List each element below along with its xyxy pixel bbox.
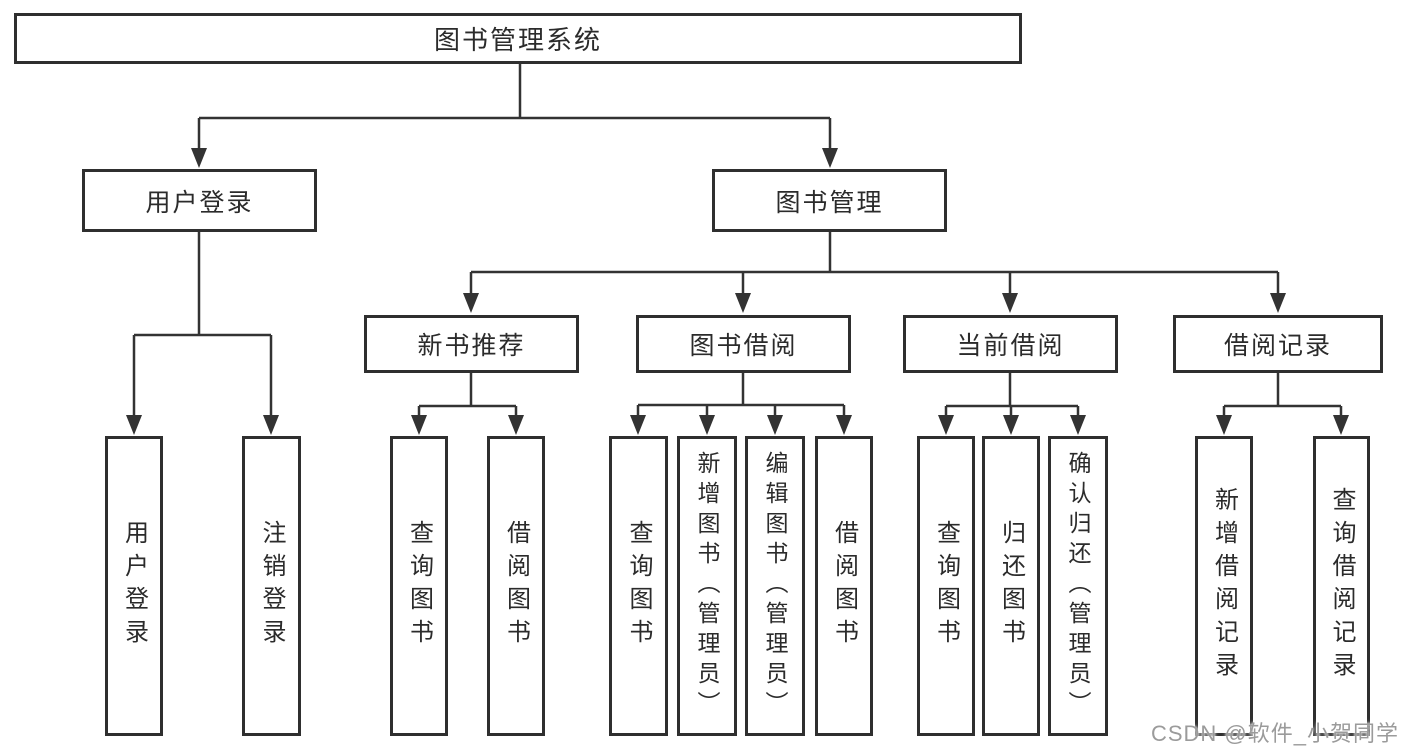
node-book-management: 图书管理 (712, 169, 947, 232)
leaf-user-login: 用户登录 (105, 436, 163, 736)
node-new-book-recommend: 新书推荐 (364, 315, 579, 373)
node-book-borrow: 图书借阅 (636, 315, 851, 373)
arrowhead-icons (126, 148, 1349, 435)
leaf-add-borrow-record-label: 新增借阅记录 (1210, 487, 1238, 685)
tree-edges (132, 63, 1343, 415)
leaf-current-query-book: 查询图书 (917, 436, 975, 736)
leaf-recommend-query-book-label: 查询图书 (405, 520, 433, 652)
leaf-confirm-return-admin: 确认归还（管理员） (1048, 436, 1108, 736)
leaf-current-query-book-label: 查询图书 (932, 520, 960, 652)
leaf-confirm-return-admin-label: 确认归还（管理员） (1065, 451, 1091, 721)
node-user-login-label: 用户登录 (145, 188, 254, 217)
leaf-recommend-borrow-book-label: 借阅图书 (502, 520, 530, 652)
leaf-edit-book-admin-label: 编辑图书（管理员） (762, 451, 788, 721)
node-current-borrow-label: 当前借阅 (956, 332, 1065, 360)
leaf-borrow-borrow-book: 借阅图书 (815, 436, 873, 736)
leaf-borrow-query-book: 查询图书 (609, 436, 668, 736)
leaf-add-borrow-record: 新增借阅记录 (1195, 436, 1253, 736)
node-new-book-recommend-label: 新书推荐 (417, 332, 526, 360)
leaf-query-borrow-record-label: 查询借阅记录 (1328, 487, 1355, 685)
leaf-return-book: 归还图书 (982, 436, 1040, 736)
leaf-add-book-admin: 新增图书（管理员） (677, 436, 737, 736)
leaf-edit-book-admin: 编辑图书（管理员） (745, 436, 805, 736)
leaf-logout-label: 注销登录 (258, 520, 285, 652)
node-book-management-label: 图书管理 (775, 188, 884, 217)
leaf-logout: 注销登录 (242, 436, 301, 736)
leaf-user-login-label: 用户登录 (120, 520, 148, 652)
leaf-borrow-borrow-book-label: 借阅图书 (830, 520, 858, 652)
csdn-watermark: CSDN @软件_小贺同学 (1150, 721, 1399, 746)
leaf-borrow-query-book-label: 查询图书 (625, 520, 652, 652)
node-user-login: 用户登录 (82, 169, 317, 232)
leaf-recommend-query-book: 查询图书 (390, 436, 448, 736)
node-current-borrow: 当前借阅 (903, 315, 1118, 373)
leaf-add-book-admin-label: 新增图书（管理员） (694, 451, 720, 721)
leaf-query-borrow-record: 查询借阅记录 (1313, 436, 1370, 736)
leaf-return-book-label: 归还图书 (997, 520, 1025, 652)
node-borrow-records: 借阅记录 (1173, 315, 1383, 373)
node-book-borrow-label: 图书借阅 (689, 332, 798, 360)
node-borrow-records-label: 借阅记录 (1223, 332, 1332, 360)
node-library-system: 图书管理系统 (14, 13, 1022, 64)
node-library-system-label: 图书管理系统 (433, 25, 602, 55)
leaf-recommend-borrow-book: 借阅图书 (487, 436, 545, 736)
